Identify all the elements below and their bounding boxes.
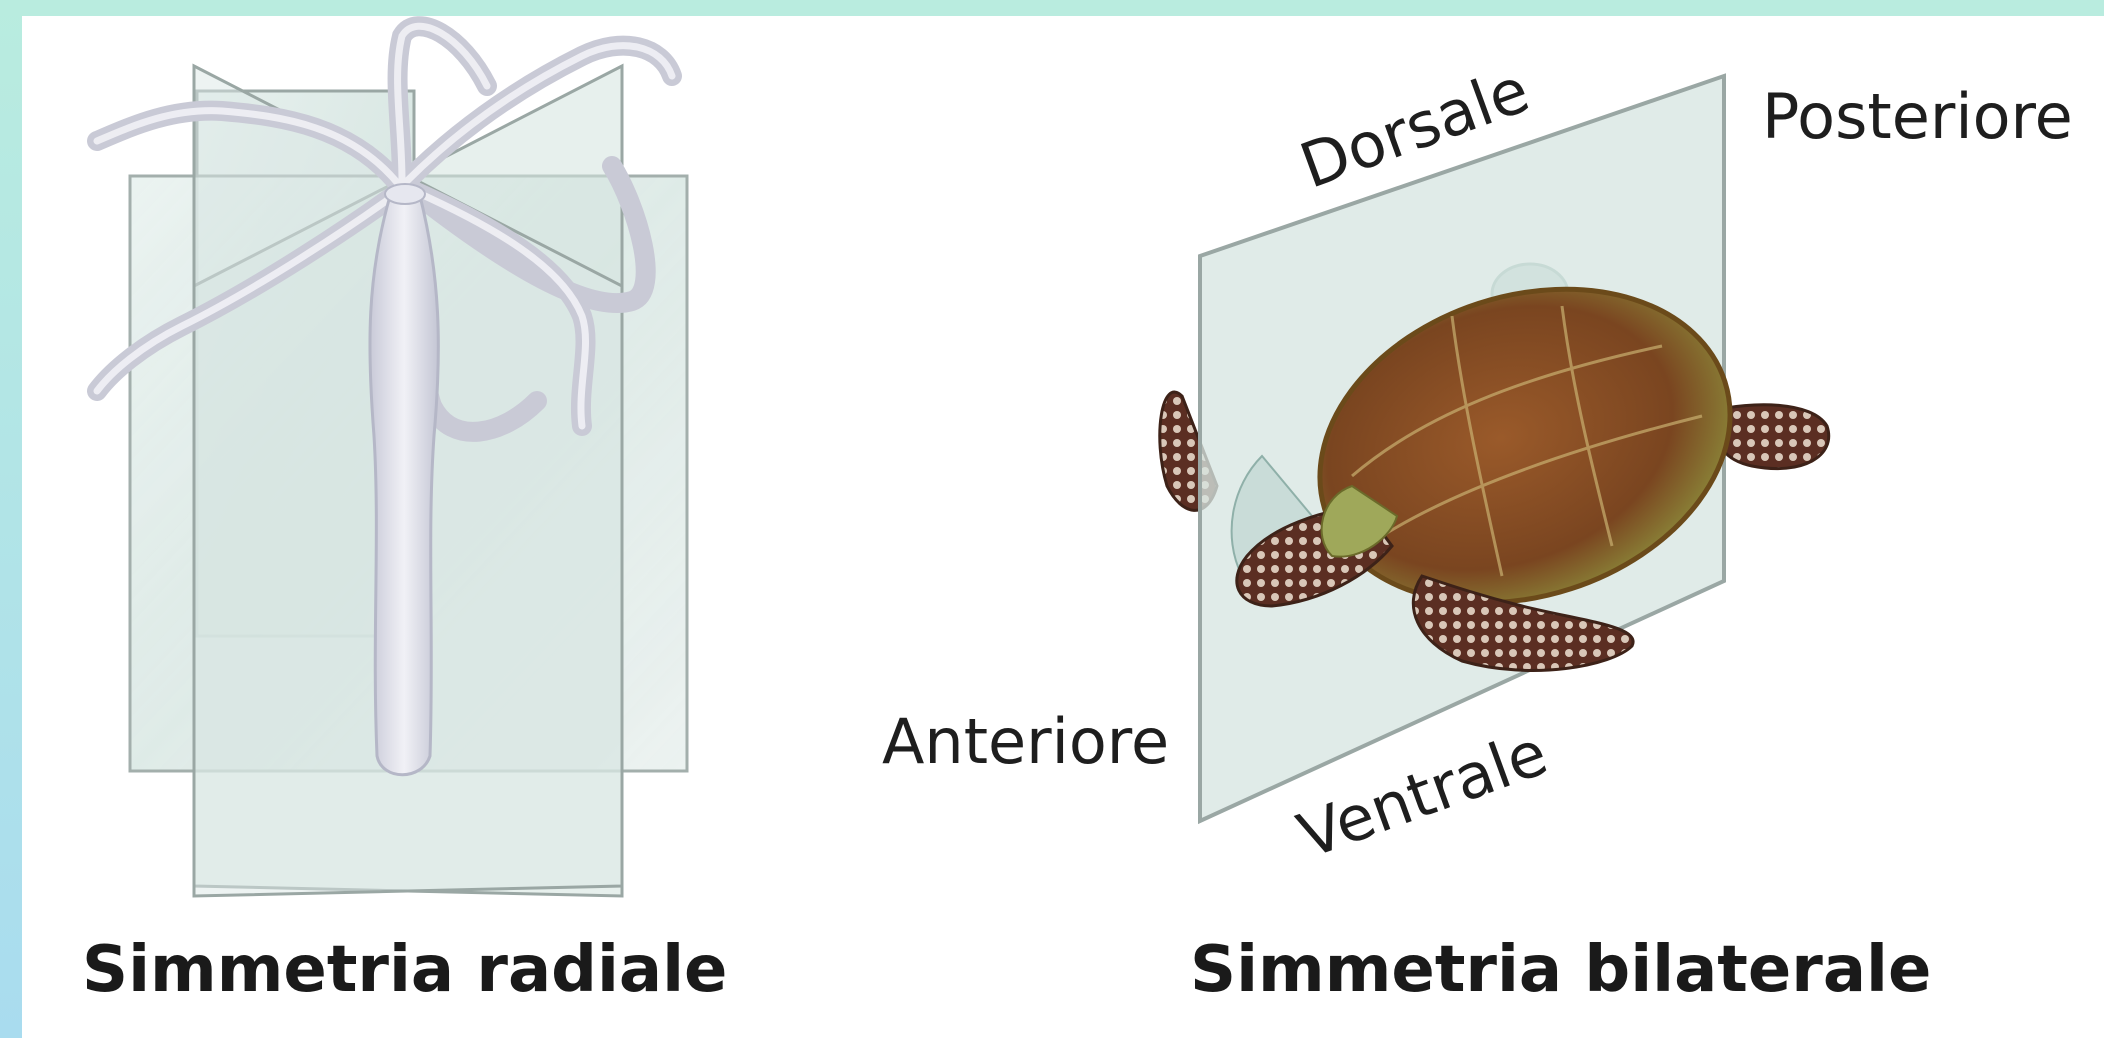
front-flipper bbox=[1413, 576, 1633, 670]
label-ventral: Ventrale bbox=[1291, 721, 1555, 868]
label-posterior: Posteriore bbox=[1762, 86, 2073, 148]
figure-canvas: Simmetria radiale Simmetria bilaterale D… bbox=[22, 16, 2104, 1038]
hydra-illustration bbox=[22, 16, 742, 916]
label-dorsal: Dorsale bbox=[1293, 59, 1537, 198]
turtle-shell bbox=[1279, 238, 1771, 653]
rear-flipper bbox=[1712, 405, 1829, 469]
label-anterior: Anteriore bbox=[882, 711, 1169, 773]
sagittal-plane bbox=[1200, 76, 1724, 821]
hydra-body bbox=[370, 196, 438, 775]
bilateral-caption: Simmetria bilaterale bbox=[1190, 938, 1931, 1002]
radial-caption: Simmetria radiale bbox=[82, 938, 727, 1002]
turtle-head bbox=[1237, 506, 1392, 606]
hydra-mouth bbox=[385, 184, 425, 204]
